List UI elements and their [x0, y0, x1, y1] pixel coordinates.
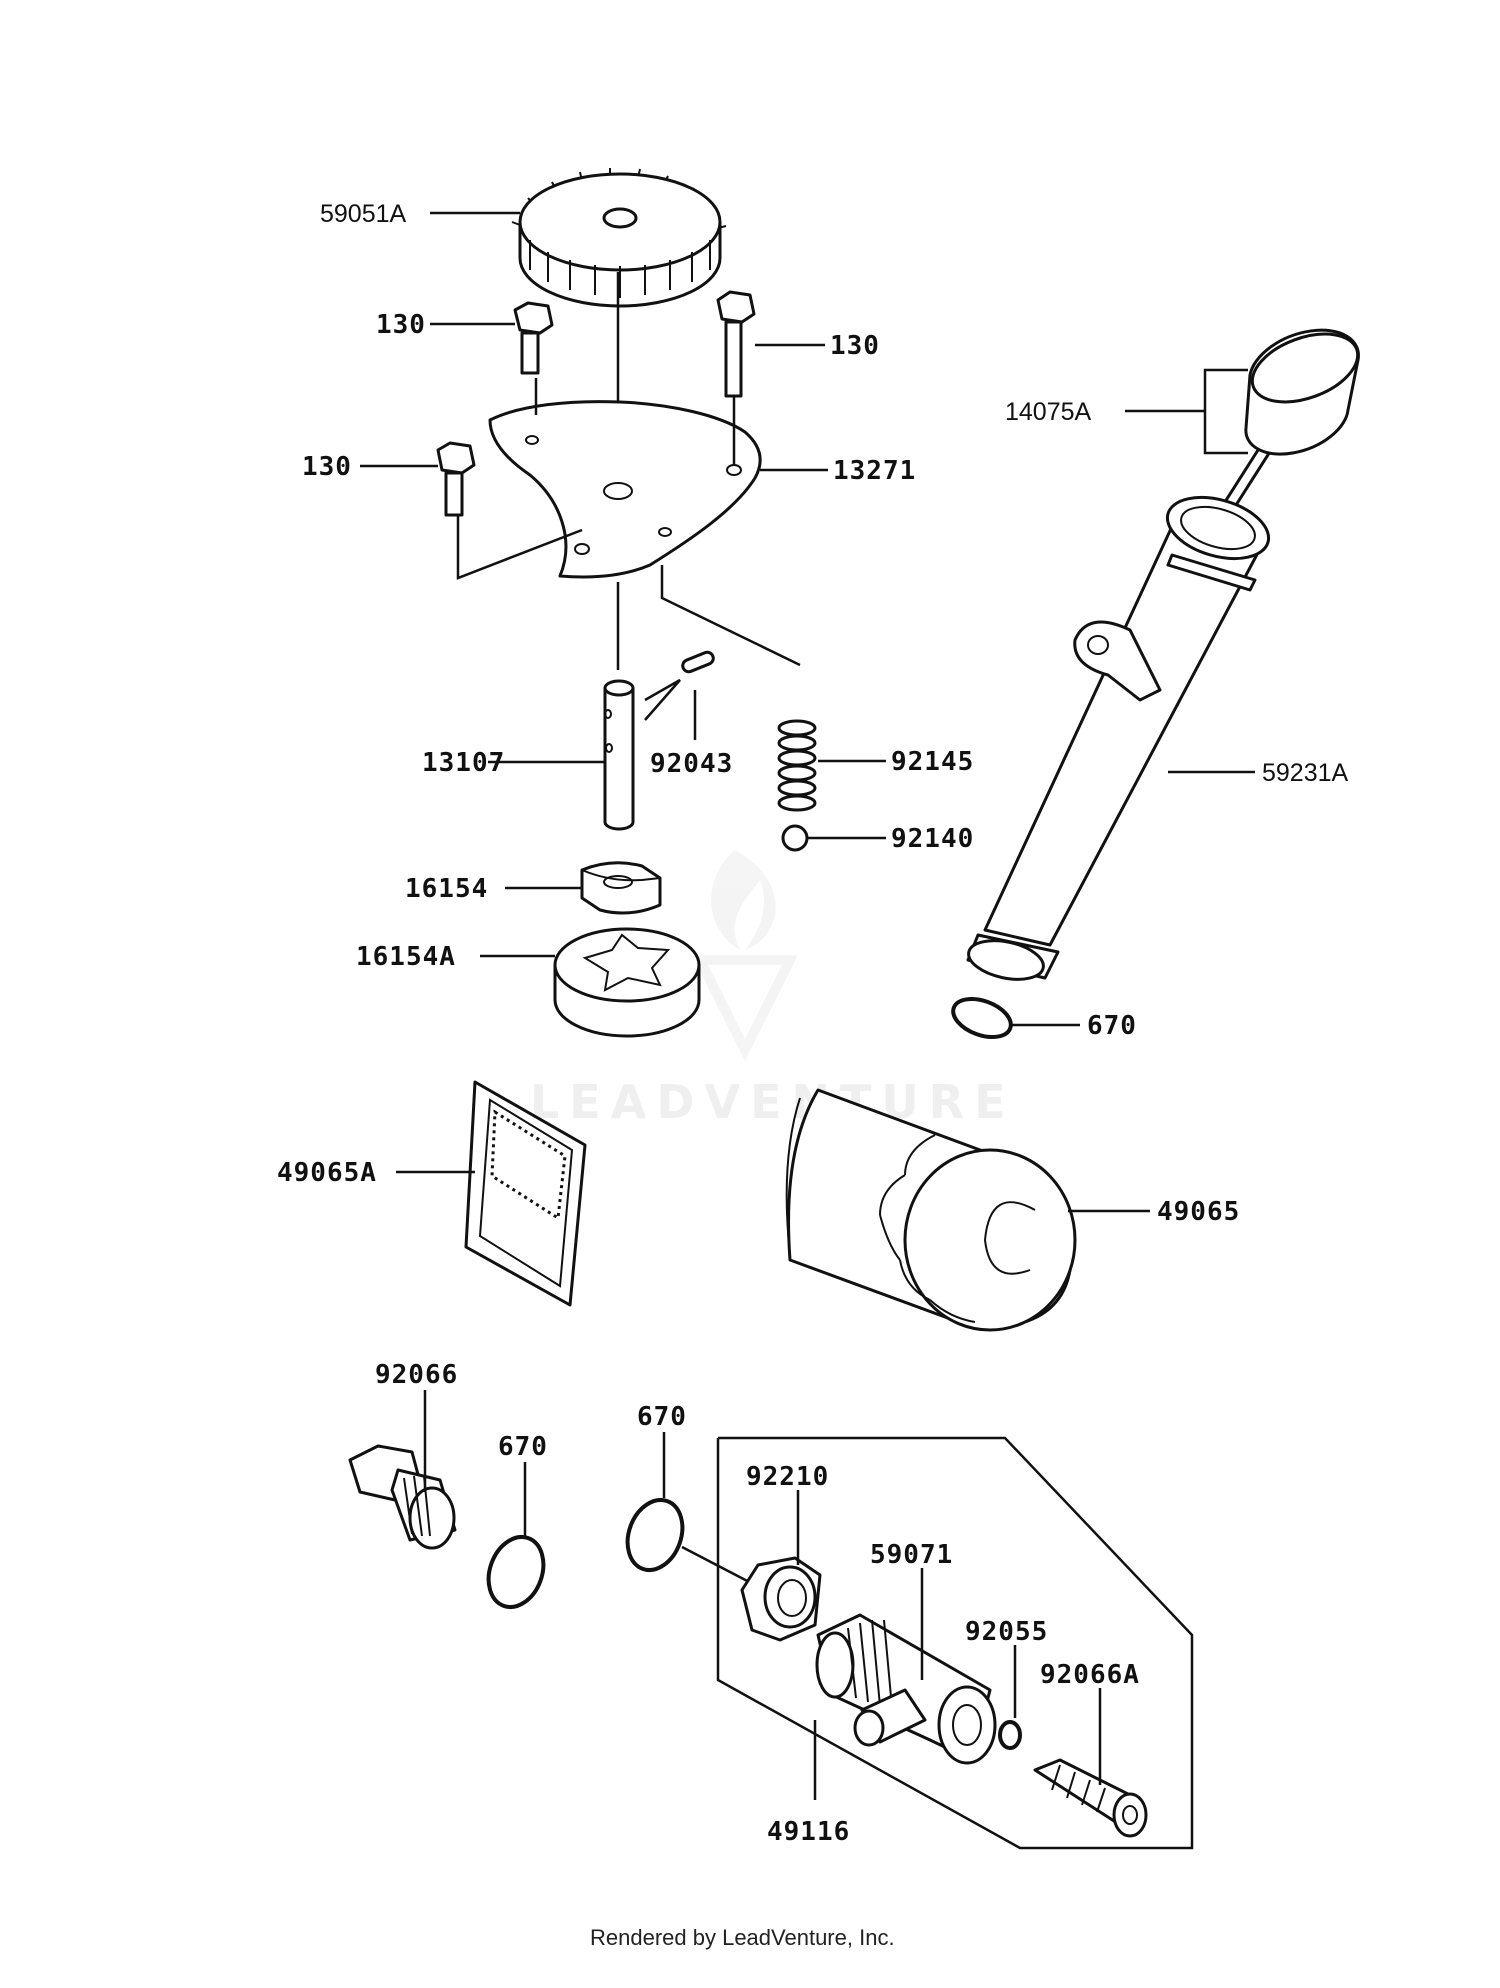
bolt-130-top-right[interactable] — [716, 290, 756, 398]
label-49116: 49116 — [767, 1817, 850, 1847]
leader-plate-pin — [660, 565, 801, 667]
label-670-b: 670 — [498, 1432, 548, 1462]
label-130-c: 130 — [302, 452, 352, 482]
watermark-logo — [691, 850, 799, 1062]
nut-92210[interactable] — [740, 1556, 822, 1642]
strainer-49065A[interactable] — [464, 1080, 587, 1307]
leader-pin-to-shaft — [644, 678, 681, 721]
leader-dipstick-bracket — [1203, 368, 1248, 455]
shaft-13107[interactable] — [603, 679, 635, 831]
o-ring-670-plug[interactable] — [479, 1529, 552, 1614]
o-ring-670-tube[interactable] — [948, 992, 1016, 1044]
label-49065A: 49065A — [277, 1158, 377, 1188]
o-ring-670-elbow[interactable] — [618, 1492, 691, 1577]
bolt-130-left[interactable] — [436, 441, 476, 517]
gear-59051A[interactable] — [511, 168, 727, 308]
label-92066A: 92066A — [1040, 1660, 1140, 1690]
label-130-b: 130 — [830, 331, 880, 361]
label-59231A: 59231A — [1262, 759, 1349, 787]
label-92055: 92055 — [965, 1617, 1048, 1647]
drain-plug-92066[interactable] — [348, 1444, 457, 1550]
label-14075A: 14075A — [1005, 398, 1092, 426]
label-59051A: 59051A — [320, 200, 407, 228]
plug-92066A[interactable] — [1033, 1758, 1148, 1838]
label-92043: 92043 — [650, 749, 733, 779]
label-130-a: 130 — [376, 310, 426, 340]
label-59071: 59071 — [870, 1540, 953, 1570]
inner-rotor-16154[interactable] — [580, 861, 662, 915]
o-ring-92055[interactable] — [998, 1720, 1022, 1750]
label-13271: 13271 — [833, 456, 916, 486]
label-670-a: 670 — [1087, 1011, 1137, 1041]
assembly-box-49116 — [716, 1436, 1194, 1850]
label-92210: 92210 — [746, 1462, 829, 1492]
label-92140: 92140 — [891, 824, 974, 854]
label-49065: 49065 — [1157, 1197, 1240, 1227]
leader-plate-bracket — [456, 515, 583, 580]
spring-92145[interactable] — [777, 719, 817, 812]
footer-credit: Rendered by LeadVenture, Inc. — [590, 1925, 895, 1950]
label-16154A: 16154A — [356, 942, 456, 972]
elbow-59071[interactable] — [815, 1613, 997, 1765]
label-92066: 92066 — [375, 1360, 458, 1390]
dipstick-14075A[interactable] — [1213, 321, 1367, 527]
cover-plate-13271[interactable] — [488, 400, 762, 579]
label-13107: 13107 — [422, 748, 505, 778]
dipstick-tube-59231A[interactable] — [965, 487, 1276, 986]
label-92145: 92145 — [891, 747, 974, 777]
bolt-130-top-left[interactable] — [513, 301, 554, 375]
pin-92043[interactable] — [681, 650, 715, 674]
label-670-c: 670 — [637, 1402, 687, 1432]
oil-filter-49065[interactable] — [785, 1088, 1077, 1332]
outer-rotor-16154A[interactable] — [553, 927, 701, 1038]
label-16154: 16154 — [405, 874, 488, 904]
watermark-text: LEADVENTURE — [530, 1075, 1016, 1129]
ball-92140[interactable] — [781, 824, 809, 852]
